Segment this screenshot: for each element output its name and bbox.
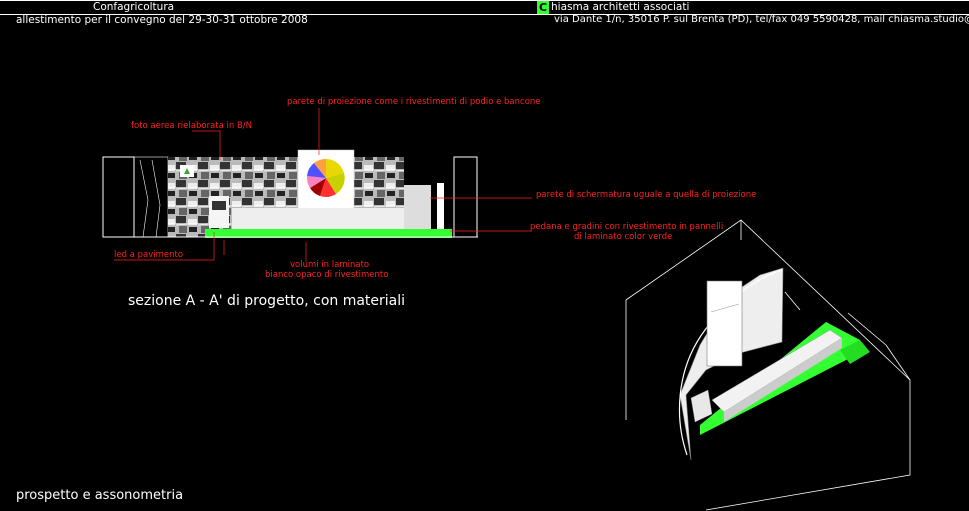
- note-platform-line-2: di laminato color verde: [574, 232, 673, 242]
- note-volumes-line-1: volumi in laminato: [290, 260, 370, 270]
- right-side-wall: [453, 156, 478, 238]
- footer-title: prospetto e assonometria: [16, 488, 184, 503]
- studio-logo-c: C: [537, 1, 549, 14]
- axono-green-steps: [840, 340, 870, 364]
- header-top-rule: [0, 0, 969, 1]
- header-bottom-rule: [0, 14, 969, 15]
- client-name: Confagricoltura: [93, 1, 175, 13]
- annotation-leaders: [114, 108, 532, 262]
- event-description: allestimento per il convegno del 29-30-3…: [16, 14, 308, 26]
- right-thin-wall: [437, 183, 444, 237]
- section-title: sezione A - A' di progetto, con material…: [128, 293, 406, 309]
- note-aerial-photo: foto aerea rielaborata in B/N: [131, 121, 253, 131]
- info-panel: [209, 196, 229, 228]
- note-screen-wall: parete di schermatura uguale a quella di…: [536, 190, 757, 200]
- note-led-floor: led a pavimento: [114, 250, 184, 260]
- section-elevation: [102, 149, 478, 238]
- studio-address: via Dante 1/n, 35016 P. sul Brenta (PD),…: [554, 14, 969, 25]
- note-projection-wall: parete di proiezione come i rivestimenti…: [287, 97, 541, 107]
- green-platform: [205, 229, 452, 238]
- white-volume: [232, 208, 408, 230]
- studio-name: hiasma architetti associati: [551, 1, 690, 13]
- projection-pie-chart-graphic: [306, 158, 345, 197]
- note-platform-line-1: pedana e gradini con rivestimento in pan…: [530, 222, 724, 232]
- note-volumes-line-2: bianco opaco di rivestimento: [265, 270, 389, 280]
- left-side-wall: [102, 156, 135, 238]
- axono-small-block: [690, 389, 713, 423]
- right-screen-wall: [404, 185, 431, 237]
- axono-panel: [706, 280, 743, 367]
- left-inner-wall: [133, 156, 169, 238]
- axonometric-view: [625, 219, 911, 511]
